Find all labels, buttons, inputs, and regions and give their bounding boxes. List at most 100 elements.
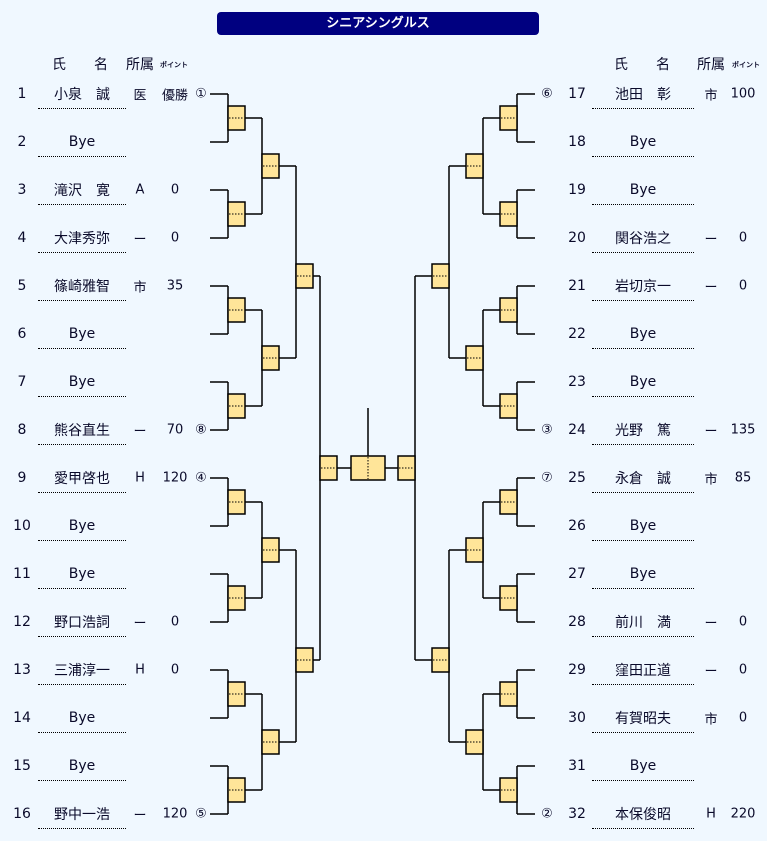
player-name: Bye [68,710,96,726]
player-number: 14 [13,710,31,726]
player-name: Bye [68,758,96,774]
player-name: 小泉 誠 [54,87,110,103]
player-number: 29 [568,662,586,678]
name-underline [38,156,126,157]
name-underline [592,732,694,733]
seed-mark: ⑧ [195,422,207,438]
name-underline [38,588,126,589]
header-points-right: ポイント [732,61,760,69]
player-points: 35 [166,278,184,294]
seed-mark: ⑥ [541,86,553,102]
player-name: 愛甲啓也 [54,471,110,487]
seed-mark: ⑦ [541,470,553,486]
player-number: 26 [568,518,586,534]
name-underline [38,732,126,733]
player-number: 11 [13,566,31,582]
player-affiliation: 市 [133,280,147,296]
player-name: 永倉 誠 [615,471,671,487]
player-points: 120 [162,470,188,486]
name-underline [38,540,126,541]
player-affiliation: ー [704,664,718,680]
name-underline [592,492,694,493]
player-points: 0 [170,182,180,198]
name-underline [592,156,694,157]
player-affiliation: ー [704,280,718,296]
player-affiliation: ー [133,424,147,440]
player-number: 4 [17,230,27,246]
player-affiliation: A [135,182,145,198]
name-underline [38,636,126,637]
player-number: 10 [13,518,31,534]
player-affiliation: ー [133,616,147,632]
player-affiliation: H [135,470,145,486]
player-number: 16 [13,806,31,822]
player-name: 関谷浩之 [615,231,671,247]
header-affiliation-right: 所属 [697,57,725,73]
player-number: 7 [17,374,27,390]
name-underline [592,396,694,397]
name-underline [592,348,694,349]
player-points: 0 [738,614,748,630]
player-number: 30 [568,710,586,726]
player-points: 0 [170,662,180,678]
header-affiliation-left: 所属 [126,57,154,73]
player-points: 優勝 [161,88,189,104]
player-points: 100 [730,86,756,102]
player-points: 120 [162,806,188,822]
player-points: 85 [734,470,752,486]
player-name: 光野 篤 [615,423,671,439]
player-name: Bye [629,326,657,342]
player-name: Bye [629,182,657,198]
player-affiliation: ー [133,808,147,824]
player-name: Bye [68,326,96,342]
player-number: 17 [568,86,586,102]
player-name: Bye [629,134,657,150]
player-name: 池田 彰 [615,87,671,103]
header-points-left: ポイント [160,61,188,69]
player-name: Bye [68,566,96,582]
name-underline [38,348,126,349]
name-underline [592,300,694,301]
player-points: 135 [730,422,756,438]
name-underline [592,636,694,637]
player-points: 70 [166,422,184,438]
player-name: Bye [68,374,96,390]
player-points: 0 [170,230,180,246]
player-name: 野口浩詞 [54,615,110,631]
seed-mark: ③ [541,422,553,438]
name-underline [38,204,126,205]
player-name: Bye [629,374,657,390]
player-number: 20 [568,230,586,246]
player-name: Bye [629,758,657,774]
player-affiliation: 市 [704,472,718,488]
name-underline [38,780,126,781]
name-underline [38,108,126,109]
player-number: 21 [568,278,586,294]
player-points: 0 [738,230,748,246]
player-number: 3 [17,182,27,198]
player-number: 32 [568,806,586,822]
name-underline [38,444,126,445]
player-points: 0 [738,278,748,294]
player-name: 有賀昭夫 [615,711,671,727]
player-points: 0 [170,614,180,630]
player-number: 2 [17,134,27,150]
name-underline [592,684,694,685]
player-points: 0 [738,662,748,678]
player-number: 24 [568,422,586,438]
player-affiliation: ー [704,616,718,632]
player-number: 15 [13,758,31,774]
player-number: 19 [568,182,586,198]
player-number: 9 [17,470,27,486]
player-name: 大津秀弥 [54,231,110,247]
seed-mark: ② [541,806,553,822]
name-underline [592,252,694,253]
player-number: 25 [568,470,586,486]
seed-mark: ④ [195,470,207,486]
player-affiliation: ー [133,232,147,248]
player-number: 8 [17,422,27,438]
player-number: 27 [568,566,586,582]
name-underline [38,492,126,493]
name-underline [592,444,694,445]
name-underline [592,108,694,109]
